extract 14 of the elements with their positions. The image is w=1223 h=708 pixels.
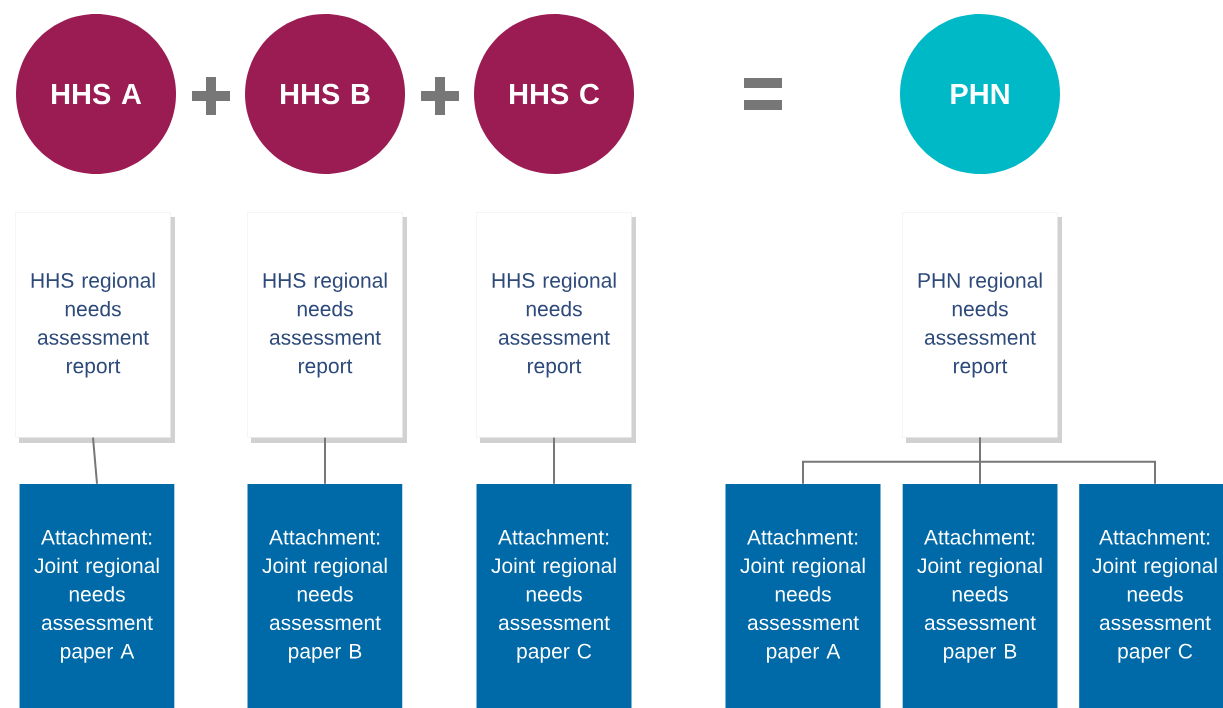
report-box: HHS regional needs assessment report xyxy=(247,212,407,443)
attachment-box: Attachment: Joint regional needs assessment paper A xyxy=(725,484,881,708)
connector-line xyxy=(553,436,555,485)
attachment-box: Attachment: Joint regional needs assessment paper A xyxy=(19,484,175,708)
connector-line xyxy=(324,436,326,485)
report-box: HHS regional needs assessment report xyxy=(15,212,175,443)
attachment-box: Attachment: Joint regional needs assessment paper B xyxy=(247,484,403,708)
attachment-box: Attachment: Joint regional needs assessment paper C xyxy=(476,484,632,708)
connector-line xyxy=(92,436,98,485)
attachment-box: Attachment: Joint regional needs assessment paper C xyxy=(1079,484,1223,708)
report-box: HHS regional needs assessment report xyxy=(476,212,636,443)
connector-line xyxy=(979,436,1156,485)
attachment-box: Attachment: Joint regional needs assessment paper B xyxy=(902,484,1058,708)
report-box: PHN regional needs assessment report xyxy=(902,212,1062,443)
